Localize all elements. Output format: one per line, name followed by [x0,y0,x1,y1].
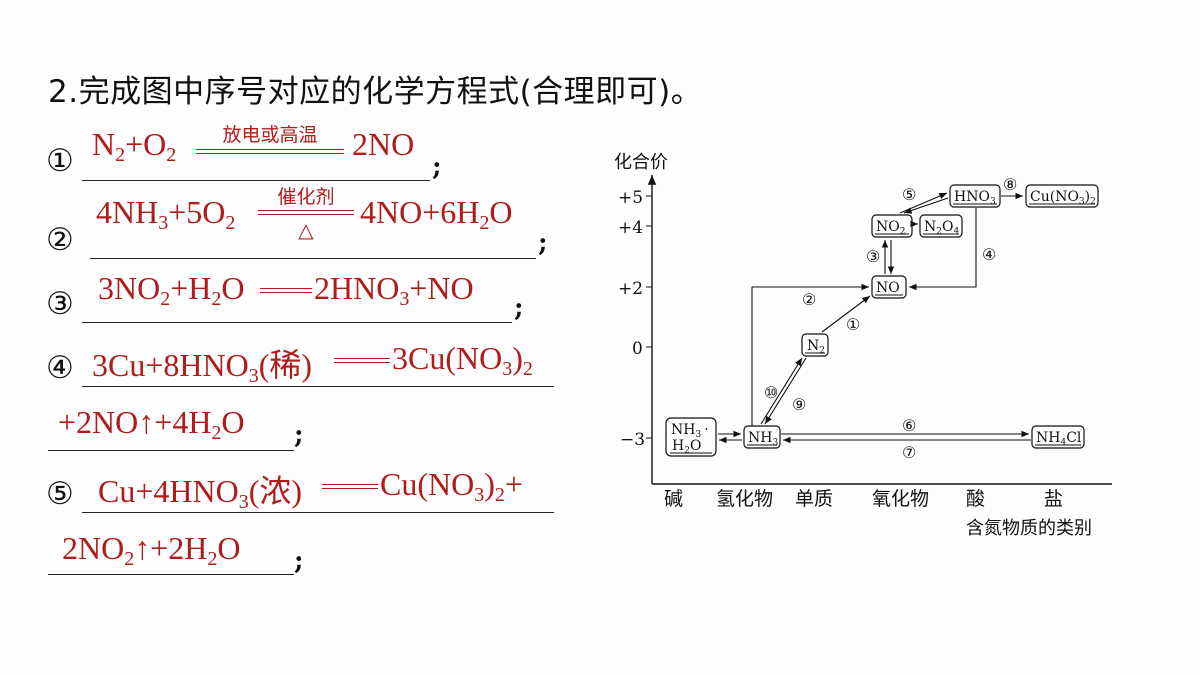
nitrogen-diagram: 化合价 含氮物质的类别 +5 +4 +2 0 −3 碱 氢化物 单质 氧化物 酸… [614,152,1112,539]
svg-text:NH3·: NH3· [671,422,709,440]
y-tick-plus2: +2 [618,279,643,299]
reaction-arrows [718,192,1031,444]
node-nh3-h2o: NH3· H2O [665,417,717,457]
equation-1-condition: 放电或高温 [222,124,318,146]
equation-2-heat: △ [298,218,314,242]
label-3: ③ [866,247,880,266]
svg-text:H2O: H2O [672,438,701,456]
label-4: ④ [982,245,996,264]
y-tick-minus3: −3 [620,430,645,450]
node-n2o4: N2O4 [919,214,963,238]
semicolon-4: ; [294,420,304,450]
svg-text:HNO3: HNO3 [954,189,996,207]
answer-line-4b [48,450,294,451]
equation-4-rhs: 3Cu(NO3)2 [392,340,533,380]
svg-text:NO2: NO2 [876,219,905,237]
equation-5-rhs: Cu(NO3)2+ [380,466,523,506]
label-7: ⑦ [902,443,916,462]
item-number-3: ③ [46,286,74,322]
category-hydride: 氢化物 [716,488,773,510]
semicolon-3: ; [514,293,524,323]
label-2: ② [802,290,816,309]
equation-2-lhs: 4NH3+5O2 [96,194,236,234]
answer-line-2 [90,258,536,259]
equation-1-lhs: N2+O2 [92,126,177,166]
item-number-4: ④ [46,350,74,386]
equation-2-equals [258,210,354,215]
category-base: 碱 [664,488,683,510]
label-10: ⑩ [764,383,778,402]
svg-text:NH3: NH3 [748,430,778,448]
svg-text:N2: N2 [807,338,825,356]
label-1: ① [846,315,860,334]
node-nh4cl: NH4Cl [1031,425,1085,449]
answer-line-4a [82,386,554,387]
answer-line-5b [48,574,294,575]
answer-line-3 [82,322,512,323]
equation-3-equals [260,288,312,293]
equation-3-lhs: 3NO2+H2O [98,270,245,310]
semicolon-1: ; [432,152,442,182]
equation-1-rhs: 2NO [352,126,415,162]
item-number-5: ⑤ [46,476,74,512]
node-n2: N2 [801,333,829,357]
label-8: ⑧ [1003,175,1017,194]
category-acid: 酸 [966,488,985,510]
svg-text:N2O4: N2O4 [924,219,959,237]
item-number-2: ② [46,222,74,258]
category-oxide: 氧化物 [872,488,929,510]
equation-3-rhs: 2HNO3+NO [314,270,474,310]
equation-2-rhs: 4NO+6H2O [360,194,513,234]
svg-text:NH4Cl: NH4Cl [1036,430,1082,448]
node-no2: NO2 [871,214,913,238]
node-cu-no3-2: Cu(NO3)2 [1025,184,1099,208]
node-no: NO [871,275,907,299]
equation-1-equals [196,149,344,154]
item-number-1: ① [46,143,74,179]
svg-text:NO: NO [876,280,900,296]
svg-text:Cu(NO3)2: Cu(NO3)2 [1030,189,1096,207]
label-9: ⑨ [792,395,806,414]
label-6: ⑥ [902,416,916,435]
y-tick-plus5: +5 [618,188,643,208]
semicolon-5: ; [294,546,304,576]
question-title: 2.完成图中序号对应的化学方程式(合理即可)。 [48,74,703,110]
answer-line-1 [82,180,430,181]
equation-5-lhs: Cu+4HNO3(浓) [98,473,303,513]
equation-4-line2: +2NO↑+4H2O [58,404,245,444]
node-hno3: HNO3 [949,184,1001,208]
category-salt: 盐 [1044,488,1063,510]
x-axis-label: 含氮物质的类别 [966,518,1092,539]
equation-4-equals [334,358,390,363]
y-tick-zero: 0 [632,339,643,359]
semicolon-2: ; [538,228,548,258]
equation-5-equals [322,484,378,489]
equation-5-line2: 2NO2↑+2H2O [62,530,241,570]
arrow-labels: ① ② ③ ④ ⑤ ⑥ ⑦ ⑧ ⑨ ⑩ [764,175,1017,462]
label-5: ⑤ [902,185,916,204]
node-nh3: NH3 [743,425,781,449]
category-labels: 碱 氢化物 单质 氧化物 酸 盐 [664,488,1063,510]
equation-2-catalyst: 催化剂 [277,186,335,208]
y-axis-label: 化合价 [614,152,668,173]
y-ticks: +5 +4 +2 0 −3 [618,188,652,450]
answer-line-5a [82,512,554,513]
category-element: 单质 [795,488,833,510]
y-tick-plus4: +4 [618,218,643,238]
equation-4-lhs: 3Cu+8HNO3(稀) [92,347,313,387]
